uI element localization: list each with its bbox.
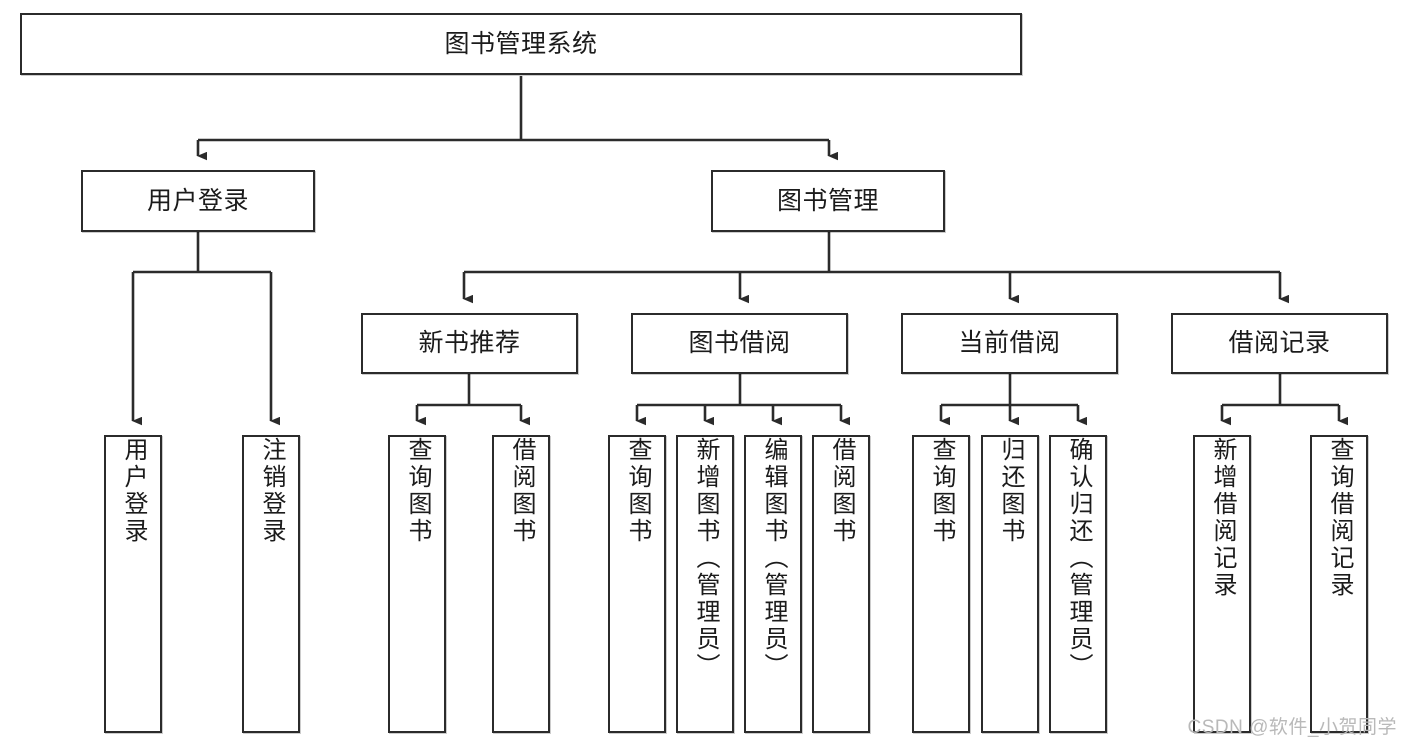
leaf-query-book-1-label: 查询图书 — [404, 437, 431, 545]
node-book-manage-label: 图书管理 — [776, 186, 879, 215]
leaf-user-login[interactable]: 用户登录 — [104, 435, 162, 733]
node-current-borrow[interactable]: 当前借阅 — [901, 313, 1118, 374]
leaf-user-login-label: 用户登录 — [120, 437, 147, 545]
leaf-query-book-3[interactable]: 查询图书 — [912, 435, 970, 733]
node-current-borrow-label: 当前借阅 — [958, 329, 1061, 358]
leaf-confirm-return-label: 确认归还（管理员） — [1065, 437, 1092, 680]
leaf-return-book[interactable]: 归还图书 — [981, 435, 1039, 733]
node-book-borrow-label: 图书借阅 — [688, 329, 791, 358]
leaf-borrow-book-2-label: 借阅图书 — [828, 437, 855, 545]
leaf-borrow-book-1[interactable]: 借阅图书 — [492, 435, 550, 733]
leaf-query-book-1[interactable]: 查询图书 — [388, 435, 446, 733]
leaf-query-book-3-label: 查询图书 — [928, 437, 955, 545]
leaf-add-book[interactable]: 新增图书（管理员） — [676, 435, 734, 733]
leaf-borrow-book-2[interactable]: 借阅图书 — [812, 435, 870, 733]
leaf-logout-label: 注销登录 — [258, 437, 285, 545]
leaf-return-book-label: 归还图书 — [997, 437, 1024, 545]
node-user-login-label: 用户登录 — [146, 186, 249, 215]
leaf-query-record-label: 查询借阅记录 — [1326, 437, 1353, 599]
node-new-book-recommend-label: 新书推荐 — [418, 329, 521, 358]
node-book-borrow[interactable]: 图书借阅 — [631, 313, 848, 374]
leaf-query-record[interactable]: 查询借阅记录 — [1310, 435, 1368, 733]
node-user-login[interactable]: 用户登录 — [81, 170, 315, 232]
node-root-label: 图书管理系统 — [444, 29, 598, 58]
leaf-borrow-book-1-label: 借阅图书 — [508, 437, 535, 545]
leaf-confirm-return[interactable]: 确认归还（管理员） — [1049, 435, 1107, 733]
leaf-add-record-label: 新增借阅记录 — [1209, 437, 1236, 599]
node-borrow-record[interactable]: 借阅记录 — [1171, 313, 1388, 374]
leaf-edit-book[interactable]: 编辑图书（管理员） — [744, 435, 802, 733]
node-root[interactable]: 图书管理系统 — [20, 13, 1022, 75]
leaf-edit-book-label: 编辑图书（管理员） — [760, 437, 787, 680]
leaf-add-book-label: 新增图书（管理员） — [692, 437, 719, 680]
leaf-add-record[interactable]: 新增借阅记录 — [1193, 435, 1251, 733]
node-borrow-record-label: 借阅记录 — [1228, 329, 1331, 358]
leaf-query-book-2-label: 查询图书 — [624, 437, 651, 545]
node-book-manage[interactable]: 图书管理 — [711, 170, 945, 232]
leaf-logout[interactable]: 注销登录 — [242, 435, 300, 733]
leaf-query-book-2[interactable]: 查询图书 — [608, 435, 666, 733]
node-new-book-recommend[interactable]: 新书推荐 — [361, 313, 578, 374]
watermark: CSDN @软件_小贺同学 — [1187, 717, 1397, 738]
